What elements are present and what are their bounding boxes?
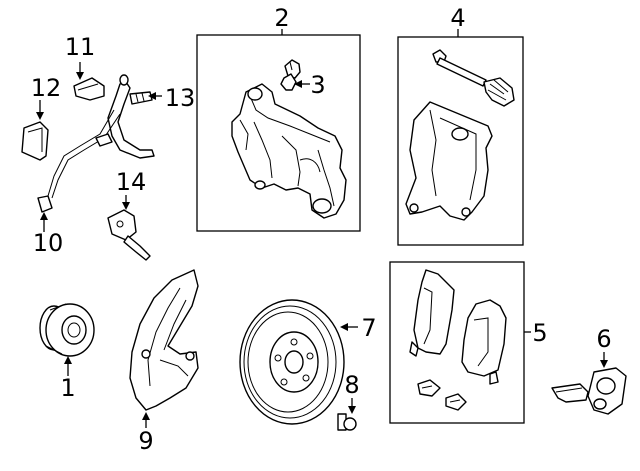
- pads-group-box: [389, 261, 525, 424]
- mounting-bracket-part: [21, 121, 49, 161]
- caliper-group-box: [196, 34, 361, 232]
- leader-lines: [36, 29, 608, 428]
- parking-brake-motor-part: [551, 367, 627, 415]
- brake-pads-part: [409, 269, 507, 411]
- retaining-clip-part: [129, 91, 153, 105]
- callout-9: 9: [138, 427, 153, 455]
- callout-13: 13: [165, 84, 196, 112]
- callout-10: 10: [33, 229, 64, 257]
- caliper-bracket-part: [405, 49, 515, 221]
- callout-4: 4: [450, 4, 465, 32]
- brake-rotor-part: [239, 299, 345, 425]
- splash-shield-part: [129, 269, 199, 411]
- callout-3: 3: [310, 71, 325, 99]
- bracket-group-box: [397, 36, 524, 246]
- callout-1: 1: [60, 374, 75, 402]
- callout-8: 8: [344, 371, 359, 399]
- abs-sensor-part: [107, 209, 151, 261]
- callout-12: 12: [31, 74, 62, 102]
- hose-bracket-part: [73, 77, 105, 101]
- callout-11: 11: [65, 33, 96, 61]
- retaining-screw-part: [337, 413, 357, 431]
- callout-7: 7: [361, 314, 376, 342]
- callout-2: 2: [274, 4, 289, 32]
- callout-6: 6: [596, 325, 611, 353]
- callout-labels: 2 4 3 11 12 13 14 10 5 6 7 1 8 9: [31, 4, 612, 455]
- caliper-part: [231, 83, 347, 219]
- brake-hose-part: [37, 74, 155, 213]
- bleeder-screw-part: [280, 59, 301, 91]
- wheel-hub-part: [39, 303, 95, 357]
- callout-5: 5: [532, 319, 547, 347]
- callout-14: 14: [116, 168, 147, 196]
